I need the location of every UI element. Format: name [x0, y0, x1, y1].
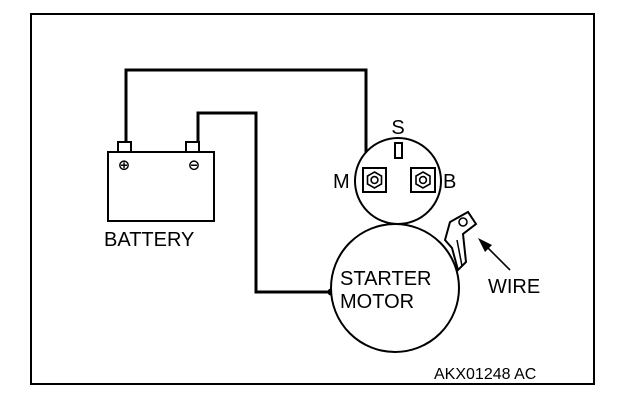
terminal-m-bolt — [370, 175, 379, 185]
wire-lug-edge — [456, 239, 463, 267]
wire-battery-positive-to-m — [124, 68, 368, 168]
terminal-s-blade — [394, 142, 403, 159]
wire-label: WIRE — [488, 276, 540, 298]
battery: ⊕ ⊖ — [107, 141, 215, 222]
battery-positive-symbol: ⊕ — [118, 157, 131, 174]
battery-negative-symbol: ⊖ — [188, 157, 201, 174]
terminal-b-label: B — [443, 171, 456, 193]
wire-lug-tab — [443, 210, 478, 272]
wire-lug-hole — [458, 217, 468, 227]
battery-post-negative — [185, 141, 200, 152]
reference-code: AKX01248 AC — [434, 366, 536, 383]
battery-label: BATTERY — [104, 229, 194, 251]
wire-lug — [443, 210, 478, 272]
terminal-m — [362, 167, 387, 193]
diagram-frame — [30, 13, 595, 385]
solenoid — [354, 137, 442, 225]
starter-motor-body — [330, 223, 460, 353]
starter-label-line2: MOTOR — [340, 291, 414, 313]
terminal-m-nut — [366, 171, 383, 189]
battery-body — [107, 151, 215, 222]
wire-pointer-arrow — [478, 238, 511, 271]
arrow-head — [478, 238, 492, 252]
terminal-m-label: M — [333, 171, 350, 193]
terminal-s-label: S — [391, 117, 404, 139]
terminal-b-bolt — [418, 175, 428, 185]
terminal-b-nut — [415, 171, 431, 189]
starter-label-line1: STARTER — [340, 268, 432, 290]
wire-battery-negative-to-motor — [196, 111, 331, 294]
battery-post-positive — [117, 141, 132, 152]
